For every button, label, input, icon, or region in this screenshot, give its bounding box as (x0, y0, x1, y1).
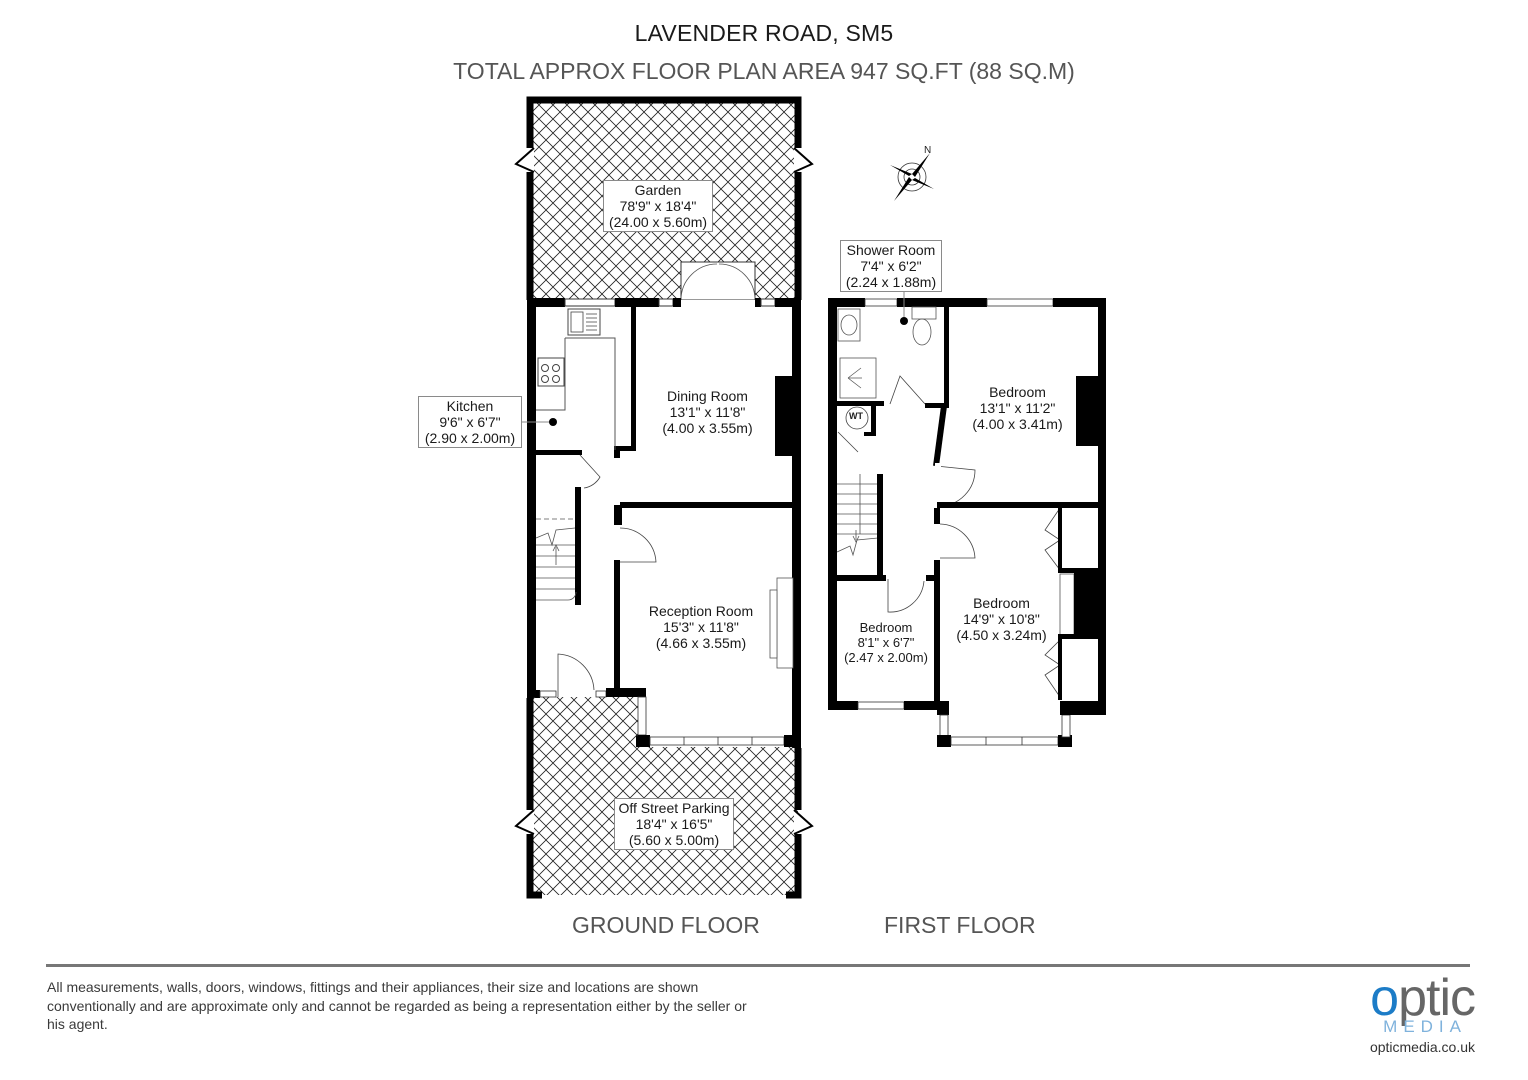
water-tank-label: WT (849, 411, 863, 421)
room-size-metric: (4.00 x 3.55m) (662, 420, 753, 436)
room-size-imperial: 15'3" x 11'8" (663, 619, 739, 635)
stairs-icon (535, 518, 577, 601)
room-size-metric: (4.00 x 3.41m) (972, 416, 1063, 432)
hob-icon (537, 357, 565, 387)
room-size-imperial: 14'9" x 10'8" (963, 611, 1040, 627)
room-label-reception-room: Reception Room 15'3" x 11'8" (4.66 x 3.5… (636, 603, 766, 651)
room-name: Dining Room (667, 388, 748, 404)
room-label-bedroom-front: Bedroom 14'9" x 10'8" (4.50 x 3.24m) (944, 595, 1059, 643)
room-size-metric: (4.50 x 3.24m) (956, 627, 1047, 643)
room-label-dining-room: Dining Room 13'1" x 11'8" (4.00 x 3.55m) (645, 388, 770, 436)
stairs-icon (836, 474, 879, 557)
stairs-arrow-icon (852, 530, 860, 543)
room-size-imperial: 13'1" x 11'2" (979, 400, 1056, 416)
room-size-metric: (4.66 x 3.55m) (655, 635, 747, 651)
room-size-metric: (24.00 x 5.60m) (608, 214, 708, 230)
optic-media-logo: optic MEDIA opticmedia.co.uk (1330, 972, 1476, 1055)
logo-o: o (1370, 969, 1399, 1027)
room-label-garden: Garden 78'9" x 18'4" (24.00 x 5.60m) (603, 180, 713, 232)
room-size-metric: (2.24 x 1.88m) (845, 274, 937, 290)
room-label-off-street-parking: Off Street Parking 18'4" x 16'5" (5.60 x… (614, 798, 734, 850)
room-size-imperial: 9'6" x 6'7" (439, 414, 501, 430)
logo-wordmark: optic (1330, 972, 1476, 1024)
logo-url: opticmedia.co.uk (1369, 1039, 1475, 1055)
washbasin-icon (837, 308, 861, 342)
room-size-imperial: 13'1" x 11'8" (669, 404, 746, 420)
room-size-imperial: 8'1" x 6'7" (857, 635, 915, 650)
ground-floor-label: GROUND FLOOR (572, 912, 760, 938)
first-floor-label: FIRST FLOOR (884, 912, 1036, 938)
room-name: Bedroom (859, 620, 913, 635)
plan-title: LAVENDER ROAD, SM5 (634, 20, 894, 46)
room-label-bedroom-small: Bedroom 8'1" x 6'7" (2.47 x 2.00m) (838, 620, 934, 665)
plan-total-area: TOTAL APPROX FLOOR PLAN AREA 947 SQ.FT (… (453, 58, 1075, 84)
room-name: Bedroom (989, 384, 1046, 400)
room-size-metric: (2.90 x 2.00m) (424, 430, 516, 446)
room-size-metric: (2.47 x 2.00m) (844, 650, 928, 665)
water-tank-icon (845, 406, 869, 430)
compass-rose-icon (890, 153, 934, 201)
room-name: Off Street Parking (618, 800, 730, 816)
toilet-icon (911, 306, 937, 320)
parking-area (532, 697, 798, 895)
room-name: Bedroom (973, 595, 1030, 611)
stairs-arrow-icon (552, 544, 560, 565)
footer-divider (46, 964, 1470, 967)
room-size-imperial: 18'4" x 16'5" (635, 816, 713, 832)
room-name: Reception Room (648, 603, 754, 619)
room-label-shower-room: Shower Room 7'4" x 6'2" (2.24 x 1.88m) (840, 240, 942, 292)
room-size-metric: (5.60 x 5.00m) (628, 832, 720, 848)
room-size-imperial: 78'9" x 18'4" (619, 198, 697, 214)
logo-ptic: ptic (1398, 969, 1476, 1027)
compass-north-label: N (924, 145, 932, 156)
first-floor-plan (828, 290, 1106, 747)
room-label-bedroom-rear: Bedroom 13'1" x 11'2" (4.00 x 3.41m) (960, 384, 1075, 432)
room-size-imperial: 7'4" x 6'2" (860, 258, 922, 274)
room-name: Shower Room (846, 242, 936, 258)
logo-media: MEDIA (1383, 1017, 1467, 1036)
room-name: Garden (634, 182, 682, 198)
room-label-kitchen: Kitchen 9'6" x 6'7" (2.90 x 2.00m) (418, 396, 522, 448)
disclaimer-text: All measurements, walls, doors, windows,… (47, 979, 747, 1032)
room-name: Kitchen (446, 398, 494, 414)
